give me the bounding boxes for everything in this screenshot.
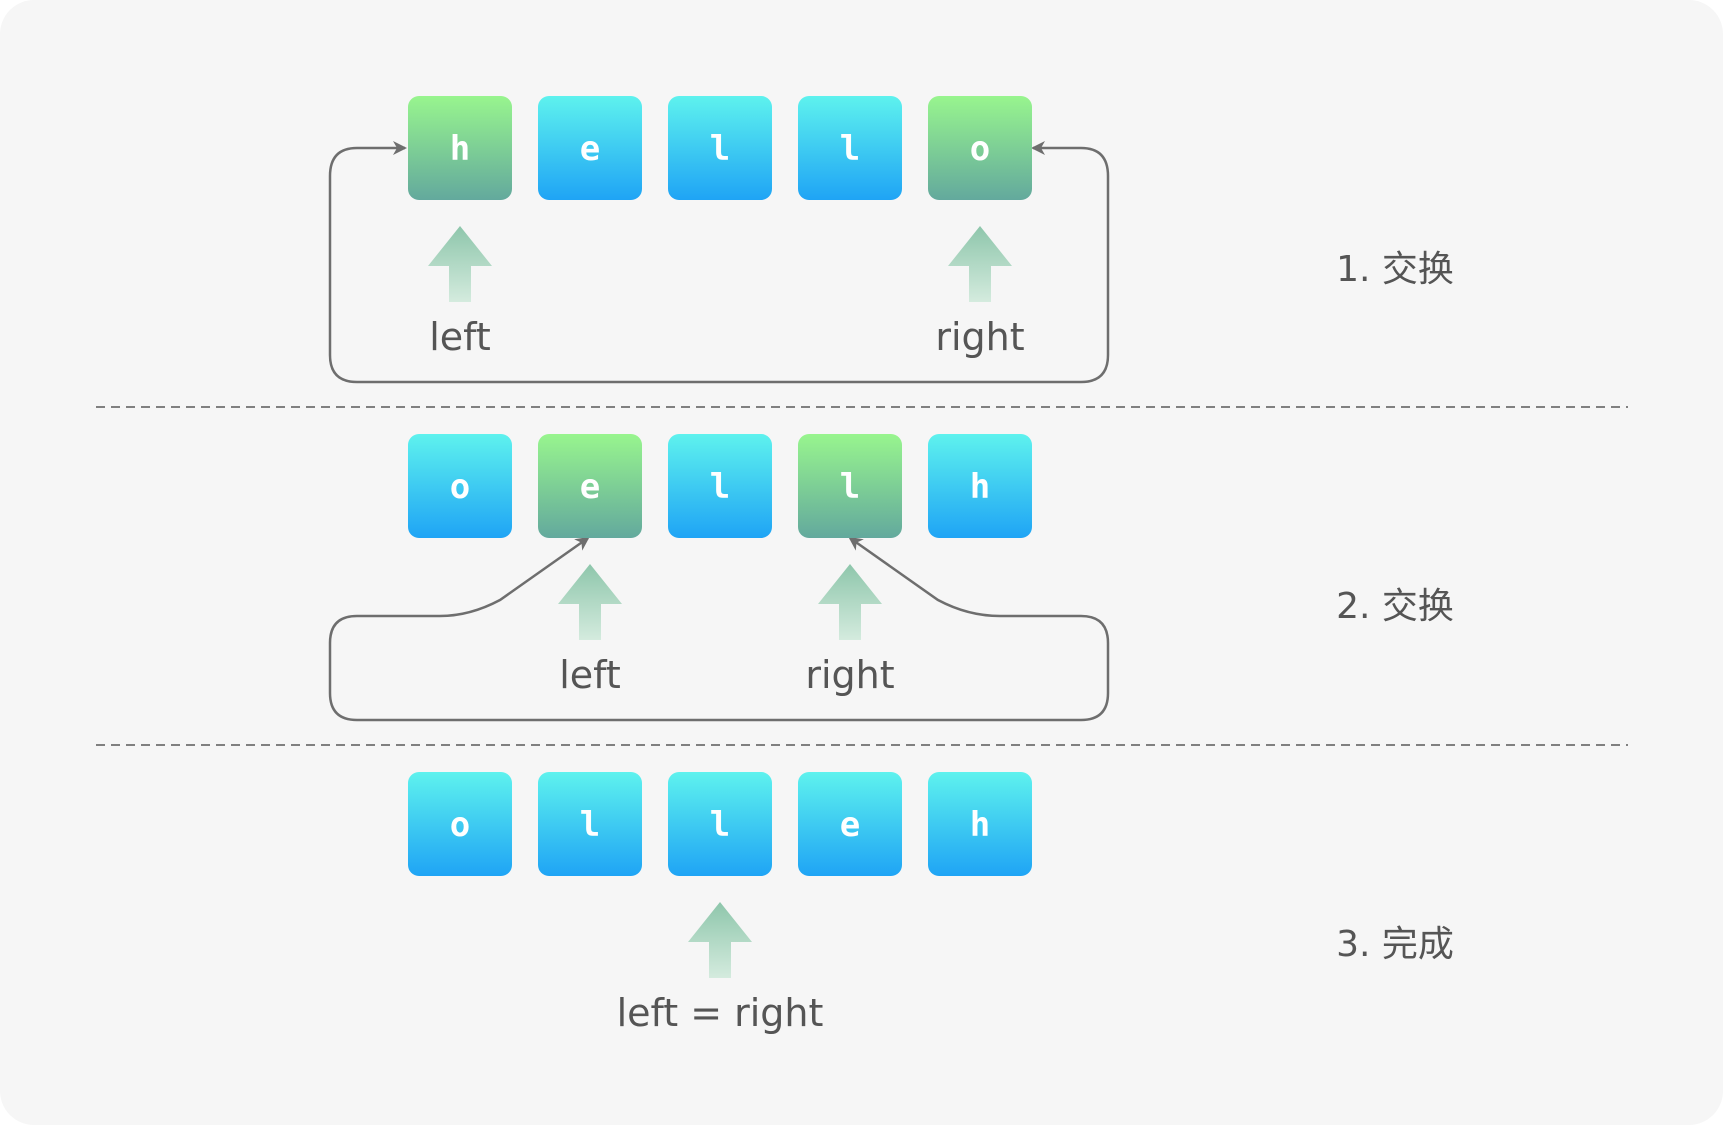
array-cell-box — [408, 772, 512, 876]
array-cell-char: l — [840, 467, 860, 507]
array-cell-char: h — [450, 129, 470, 169]
swap-arrow-step1-right — [700, 141, 1110, 384]
pointer-label: left = right — [617, 991, 824, 1035]
pointer-arrow-icon — [558, 564, 622, 640]
array-cell-box — [538, 96, 642, 200]
array-cell: e — [538, 434, 642, 538]
array-cell: o — [928, 96, 1032, 200]
pointer-arrow-icon — [428, 226, 492, 302]
array-cell-box — [928, 434, 1032, 538]
array-cell-char: e — [580, 467, 600, 507]
pointer-2: right — [805, 564, 895, 697]
pointer-label: right — [805, 653, 894, 697]
array-cell: o — [408, 772, 512, 876]
array-cell-box — [798, 772, 902, 876]
array-cell-box-active — [538, 434, 642, 538]
array-cell: h — [408, 96, 512, 200]
step-1: h e l l o left right 1. 交换 — [408, 96, 1454, 359]
array-cell-char: l — [580, 805, 600, 845]
array-cell-char: l — [840, 129, 860, 169]
swap-arrow-step1-left — [328, 141, 700, 384]
array-cell-char: o — [970, 129, 990, 169]
array-cell-box — [408, 434, 512, 538]
array-cell-char: o — [450, 467, 470, 507]
array-cell: l — [538, 772, 642, 876]
step-3: o l l e h left = right 3. 完成 — [408, 772, 1454, 1035]
array-cell-char: l — [710, 129, 730, 169]
array-cell-box-active — [798, 434, 902, 538]
pointer-label: left — [559, 653, 621, 697]
pointer-label: right — [935, 315, 1024, 359]
array-cell: l — [668, 96, 772, 200]
array-cell-char: e — [840, 805, 860, 845]
pointer-label: left — [429, 315, 491, 359]
array-cell: l — [668, 772, 772, 876]
array-cell: l — [798, 96, 902, 200]
swap-arrow-step2-right — [700, 536, 1110, 722]
pointer-1: left — [428, 226, 492, 359]
array-cell-char: l — [710, 805, 730, 845]
array-cell: e — [538, 96, 642, 200]
array-cell-box — [668, 96, 772, 200]
array-cell: h — [928, 434, 1032, 538]
step-caption: 3. 完成 — [1336, 924, 1454, 965]
step-2: o e l l h left right 2. 交换 — [408, 434, 1454, 697]
pointer-1: left = right — [617, 902, 824, 1035]
array-cell: o — [408, 434, 512, 538]
array-cell-box — [538, 772, 642, 876]
array-cell: l — [668, 434, 772, 538]
array-cell-char: l — [710, 467, 730, 507]
pointer-arrow-icon — [948, 226, 1012, 302]
array-cell-box-active — [928, 96, 1032, 200]
array-cell-box — [668, 772, 772, 876]
step-caption: 2. 交换 — [1336, 586, 1454, 627]
array-cell-box-active — [408, 96, 512, 200]
array-cell-box — [798, 96, 902, 200]
swap-arrow-step2-left — [328, 536, 700, 722]
array-cell-char: h — [970, 467, 990, 507]
array-cell: e — [798, 772, 902, 876]
array-cell-box — [928, 772, 1032, 876]
pointer-arrow-icon — [688, 902, 752, 978]
pointer-1: left — [558, 564, 622, 697]
array-cell: h — [928, 772, 1032, 876]
array-cell-box — [668, 434, 772, 538]
pointer-arrow-icon — [818, 564, 882, 640]
step-caption: 1. 交换 — [1336, 249, 1454, 290]
array-cell-char: o — [450, 805, 470, 845]
array-cell-char: e — [580, 129, 600, 169]
array-cell: l — [798, 434, 902, 538]
pointer-2: right — [935, 226, 1025, 359]
array-cell-char: h — [970, 805, 990, 845]
